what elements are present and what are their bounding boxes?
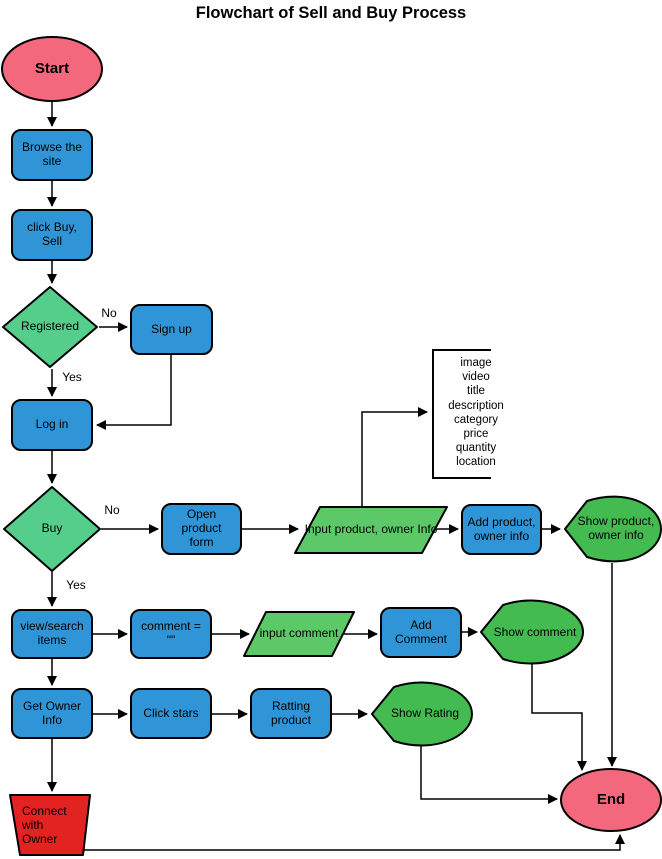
shape-sign-up <box>130 304 213 355</box>
node-label-click-stars: Click stars <box>143 705 199 720</box>
edge-label-buy-no: No <box>104 503 120 517</box>
node-label-input-product: Input product, owner Info <box>304 522 438 537</box>
node-label-ratting: Ratting product <box>270 698 312 727</box>
shape-registered-decision <box>2 286 98 368</box>
annotation-line: title <box>467 385 485 398</box>
node-label-input-comment: input comment <box>259 626 339 641</box>
shape-show-comment-display <box>480 599 584 665</box>
shape-open-product-form <box>161 503 242 555</box>
shape-input-product-parallelogram <box>294 506 448 554</box>
page-title: Flowchart of Sell and Buy Process <box>195 4 467 22</box>
node-label-sign-up: Sign up <box>151 321 192 336</box>
annotation-line: location <box>456 456 496 469</box>
edge-signup-login <box>96 354 172 430</box>
node-label-end: End <box>596 791 626 809</box>
shape-end-terminator <box>560 768 662 832</box>
shape-view-search-items <box>11 609 93 659</box>
node-label-get-owner: Get Owner Info <box>22 698 82 727</box>
node-label-click-buy-sell: click Buy, Sell <box>27 220 77 248</box>
node-label-add-product: Add product, owner info <box>467 514 536 543</box>
annotation-line: description <box>448 399 504 412</box>
edge-showcomment-end <box>531 663 587 771</box>
edge-label-registered-yes: Yes <box>62 370 82 384</box>
node-label-show-product: Show product, owner info <box>577 514 655 542</box>
shape-browse-site <box>11 129 93 181</box>
edge-connect-end <box>83 834 625 851</box>
node-label-comment-init: comment = "" <box>141 619 201 647</box>
annotation-line: image <box>460 357 492 369</box>
edge-label-buy-yes: Yes <box>66 578 86 592</box>
edge-label-registered-no: No <box>101 306 117 320</box>
node-label-view-search: view/search items <box>20 619 84 647</box>
annotation-list: image video title description category p… <box>436 356 516 470</box>
shape-show-rating-display <box>371 681 473 747</box>
node-label-open-form: Open product form <box>181 507 222 549</box>
shape-show-product-display <box>564 495 662 563</box>
node-label-connect-owner: Connect with Owner <box>22 804 67 846</box>
shape-connect-owner-trapezoid <box>9 794 91 856</box>
annotation-line: video <box>462 371 490 384</box>
shape-comment-init <box>130 609 212 659</box>
annotation-line: quantity <box>455 442 497 455</box>
annotation-bracket <box>432 349 491 479</box>
shape-start-terminator <box>1 36 103 102</box>
shape-add-product <box>461 504 542 555</box>
shape-buy-decision <box>3 486 101 572</box>
connectors <box>47 102 625 851</box>
node-label-start: Start <box>34 60 70 78</box>
node-label-show-comment: Show comment <box>493 624 577 639</box>
edge-inputproduct-annotation <box>361 407 428 506</box>
node-label-show-rating: Show Rating <box>390 705 460 720</box>
node-label-buy: Buy <box>41 521 63 536</box>
annotation-line: category <box>453 413 499 426</box>
node-label-log-in: Log in <box>35 417 69 432</box>
shape-log-in <box>11 399 93 451</box>
node-label-registered: Registered <box>20 319 80 334</box>
shape-ratting-product <box>250 688 332 739</box>
node-label-browse: Browse the site <box>21 140 83 168</box>
edge-showrating-end <box>420 743 558 804</box>
shape-add-comment <box>380 607 462 658</box>
shape-input-comment-parallelogram <box>243 611 355 657</box>
shape-click-stars <box>130 688 212 739</box>
node-label-add-comment: Add Comment <box>394 617 447 646</box>
annotation-line: price <box>463 428 489 441</box>
shape-get-owner-info <box>11 688 93 739</box>
shape-click-buy-sell <box>11 209 93 261</box>
